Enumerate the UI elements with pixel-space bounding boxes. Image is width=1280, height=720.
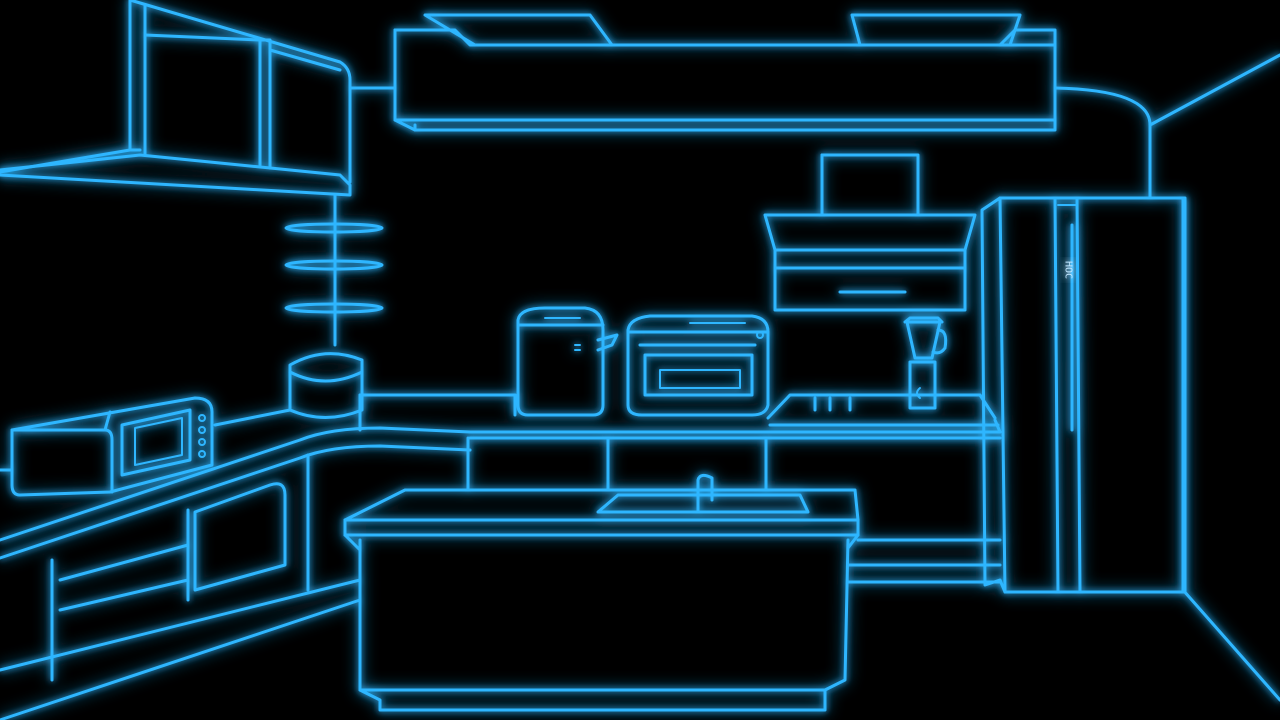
sink: [596, 473, 810, 514]
ceiling-hood: [393, 13, 1057, 132]
steam-oven: [626, 314, 770, 417]
rice-cooker: [288, 352, 364, 419]
blender: [903, 316, 948, 410]
bread-maker: [516, 306, 619, 417]
range-hood: [763, 153, 977, 312]
left-counter: [0, 393, 517, 720]
back-counter: [466, 393, 1002, 584]
kitchen-island: [343, 488, 860, 712]
fridge-display-glyphs: HOC: [1063, 261, 1074, 279]
room-walls: [348, 53, 1280, 702]
microwave: [10, 396, 214, 497]
upper-cabinet: [0, 0, 352, 197]
cooktop: [766, 393, 1000, 427]
refrigerator: [980, 196, 1187, 594]
hanging-discs: [284, 193, 384, 347]
